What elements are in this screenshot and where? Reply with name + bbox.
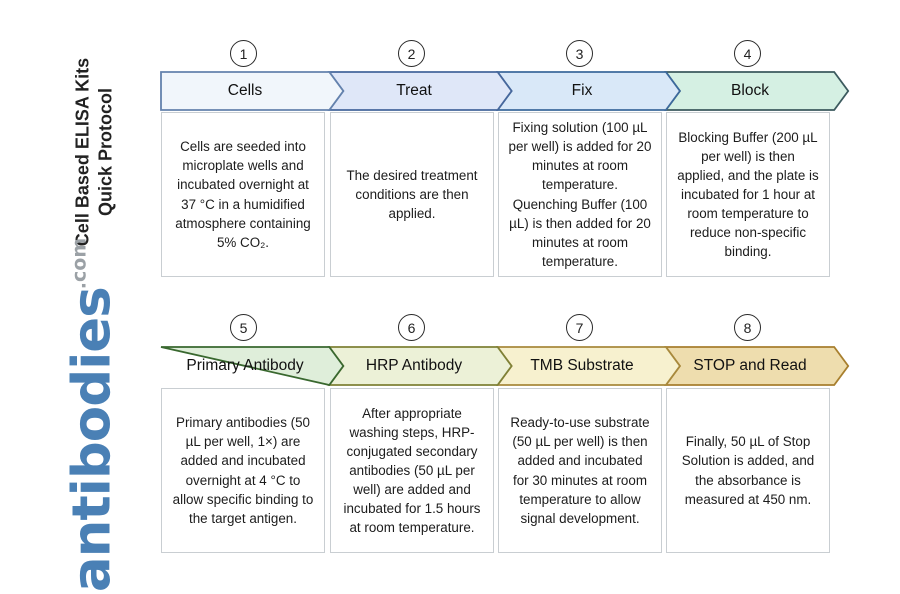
brand-logo: antibodies.com xyxy=(62,236,123,592)
step-number-badge: 2 xyxy=(398,40,425,67)
step-8-description: Finally, 50 µL of Stop Solution is added… xyxy=(666,388,830,553)
step-5-label: Primary Antibody xyxy=(186,357,304,374)
step-number: 8 xyxy=(743,319,752,336)
step-1-description: Cells are seeded into microplate wells a… xyxy=(161,112,325,277)
step-number-badge: 7 xyxy=(566,314,593,341)
step-2-description: The desired treatment conditions are the… xyxy=(330,112,494,277)
step-2-label: Treat xyxy=(396,82,432,99)
step-1-arrow-shape xyxy=(160,71,345,111)
step-3-label: Fix xyxy=(571,82,593,99)
step-1-label: Cells xyxy=(227,82,263,99)
step-number-badge: 3 xyxy=(566,40,593,67)
step-number: 5 xyxy=(239,319,248,336)
step-number: 2 xyxy=(407,45,416,62)
step-number-badge: 1 xyxy=(230,40,257,67)
vertical-title: Cell Based ELISA Kits Quick Protocol xyxy=(72,58,117,246)
step-number-badge: 4 xyxy=(734,40,761,67)
step-number-badge: 8 xyxy=(734,314,761,341)
step-number: 6 xyxy=(407,319,416,336)
vertical-title-line1: Cell Based ELISA Kits xyxy=(72,57,93,247)
logo-domain-suffix: .com xyxy=(68,237,91,290)
step-7-description: Ready-to-use substrate (50 µL per well) … xyxy=(498,388,662,553)
logo-wordmark: antibodies xyxy=(61,287,123,593)
step-4-description: Blocking Buffer (200 µL per well) is the… xyxy=(666,112,830,277)
banner-row-1 xyxy=(160,71,850,111)
step-number: 3 xyxy=(575,45,584,62)
step-number-badge: 5 xyxy=(230,314,257,341)
vertical-title-line2: Quick Protocol xyxy=(95,87,115,217)
step-number: 1 xyxy=(239,45,248,62)
step-6-description: After appropriate washing steps, HRP-con… xyxy=(330,388,494,553)
step-5-description: Primary antibodies (50 µL per well, 1×) … xyxy=(161,388,325,553)
step-number: 4 xyxy=(743,45,752,62)
step-5-arrow-shape xyxy=(160,346,345,387)
step-number-badge: 6 xyxy=(398,314,425,341)
step-3-description: Fixing solution (100 µL per well) is add… xyxy=(498,112,662,277)
banner-row-2 xyxy=(160,346,850,387)
step-6-label: HRP Antibody xyxy=(365,357,463,374)
step-4-label: Block xyxy=(731,82,769,99)
step-7-label: TMB Substrate xyxy=(530,357,634,374)
step-number: 7 xyxy=(575,319,584,336)
step-8-label: STOP and Read xyxy=(693,357,807,374)
